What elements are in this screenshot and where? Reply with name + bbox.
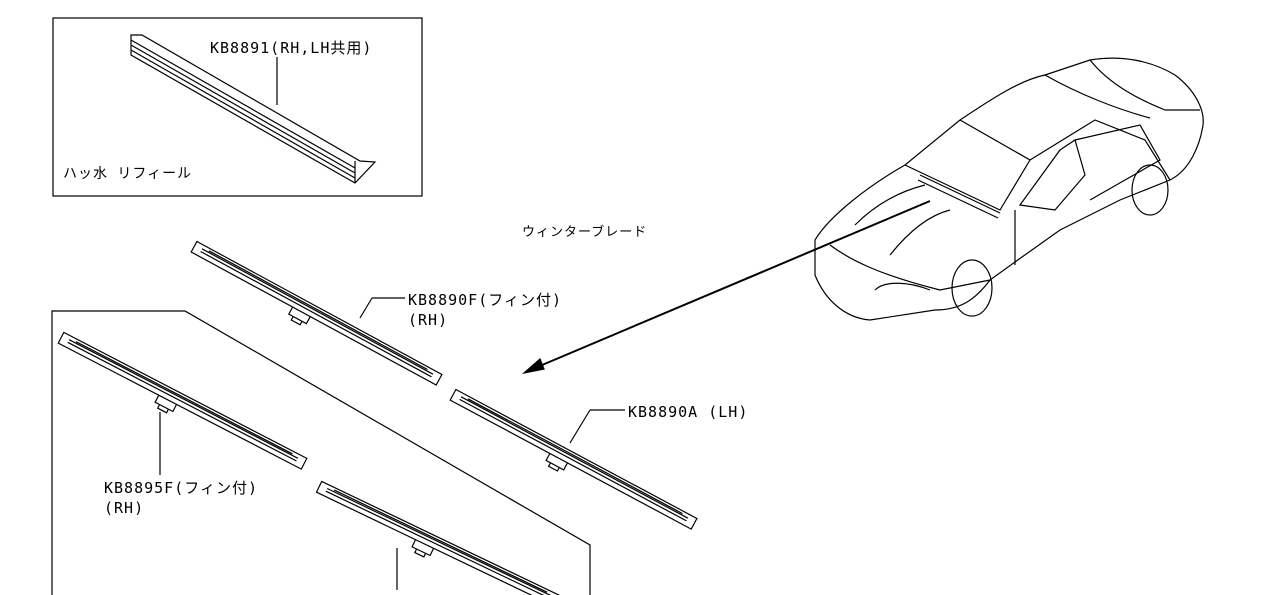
- leader-kb8890a-b: [569, 409, 591, 444]
- blades: [57, 240, 698, 595]
- part-kb8895f-side: (RH): [104, 499, 145, 517]
- part-kb8890f-label: KB8890F(フィン付): [408, 291, 562, 309]
- location-arrow: [521, 200, 931, 375]
- refill-box-frame: [52, 17, 423, 197]
- leader-kb8890f-b: [359, 297, 373, 319]
- refill-part-label: KB8891(RH,LH共用): [210, 39, 373, 57]
- blade-bottom: [315, 480, 561, 595]
- blade-group-frame: [51, 310, 591, 595]
- part-kb8895f-label: KB8895F(フィン付): [104, 479, 258, 497]
- blade-kb8890a: [449, 388, 698, 530]
- refill-strip-drawing: [130, 34, 377, 184]
- blade-kb8890f: [190, 240, 443, 386]
- blade-kb8895f: [57, 331, 308, 470]
- refill-caption: ハッ水 リフィール: [63, 166, 193, 182]
- part-kb8890f-side: (RH): [408, 311, 449, 329]
- car-illustration: [814, 57, 1204, 321]
- part-kb8890a-label: KB8890A (LH): [628, 403, 749, 421]
- section-title: ウィンターブレード: [522, 225, 648, 240]
